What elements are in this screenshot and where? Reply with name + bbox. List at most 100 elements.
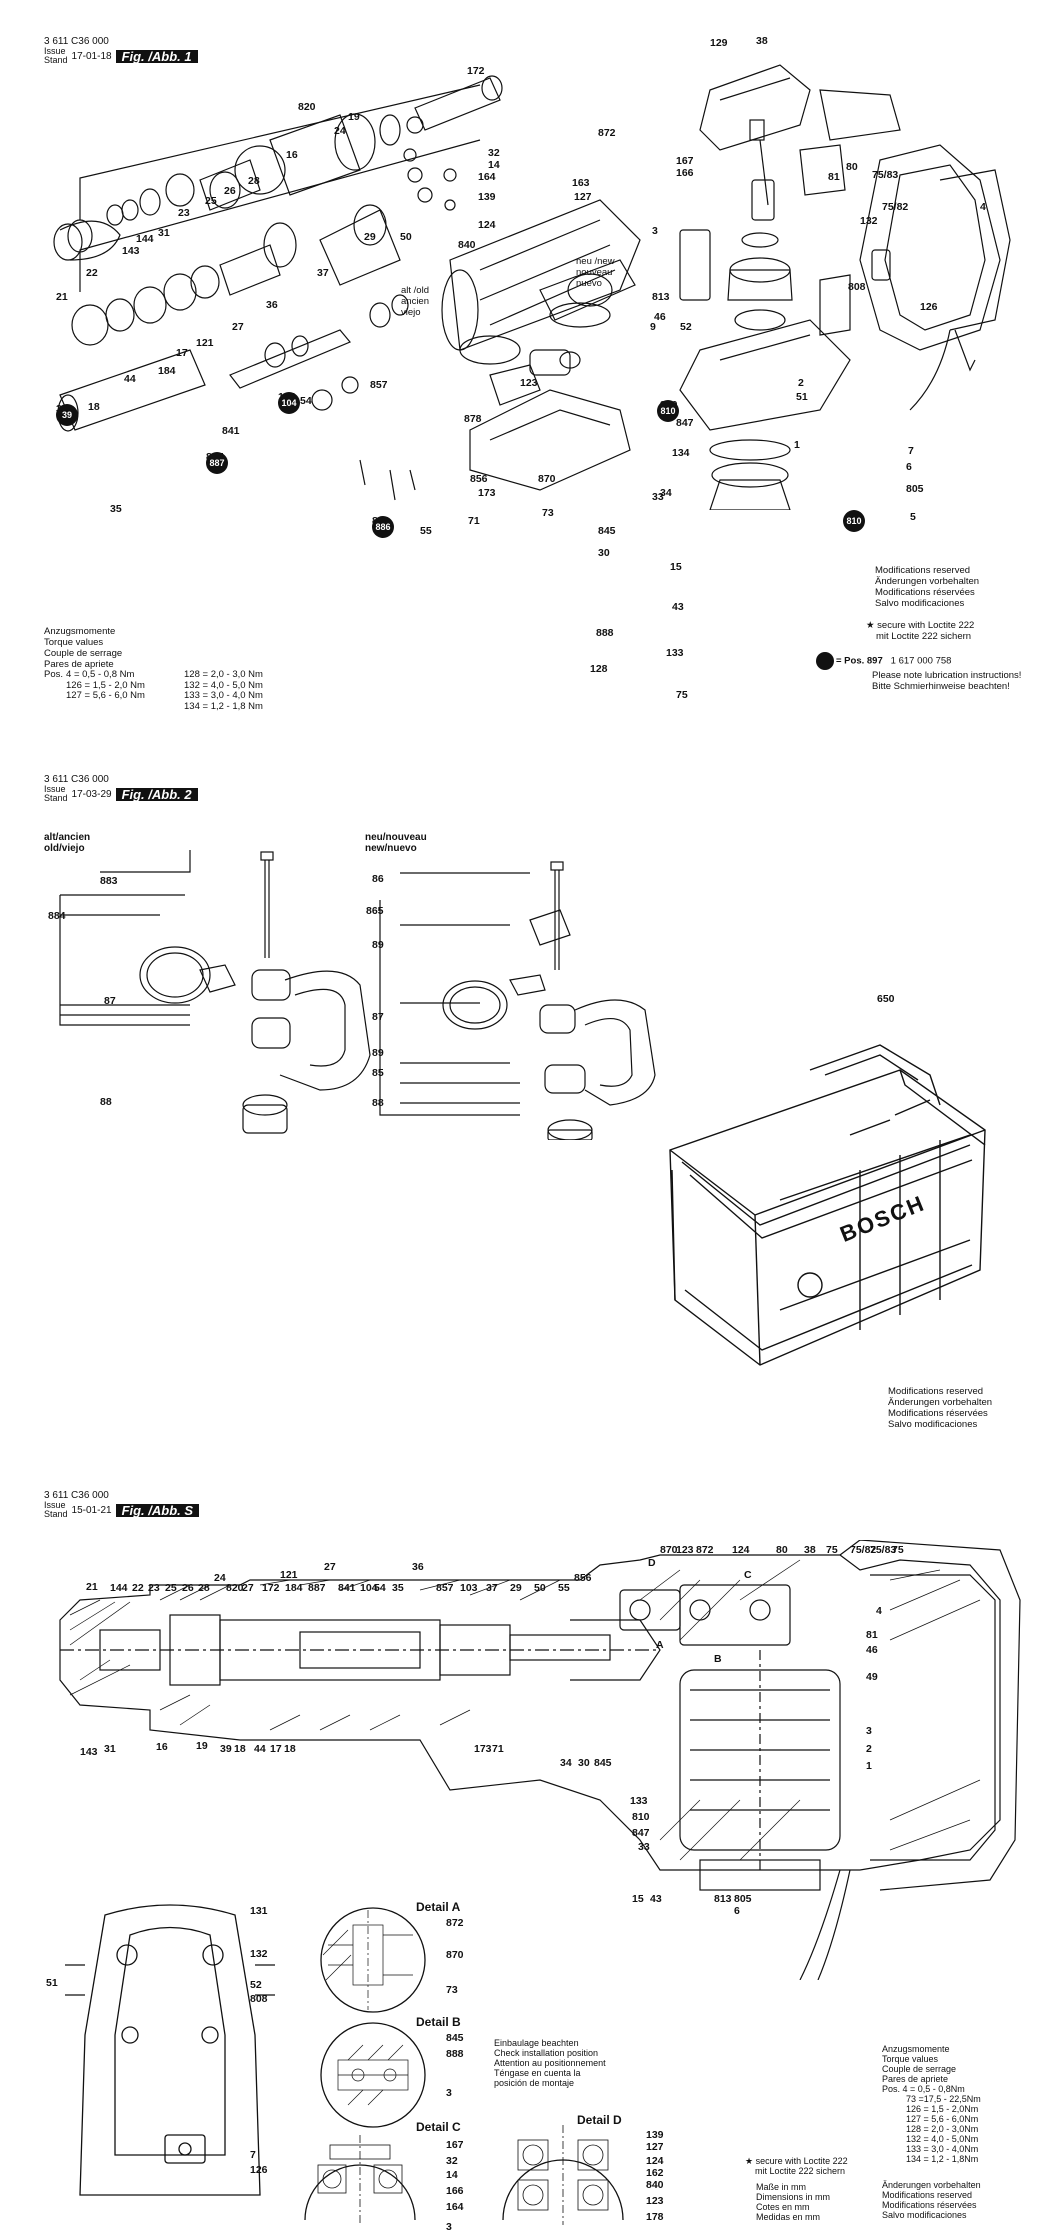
section-part-label: 36 [412, 1561, 424, 1573]
section-part-label: 841 [338, 1582, 356, 1594]
handle-part-label: 131 [250, 1905, 268, 1917]
modifications-line: Änderungen vorbehalten [888, 1397, 993, 1408]
handle-part-label: 132 [250, 1948, 268, 1960]
section-part-label: 2 [866, 1743, 872, 1755]
torque-cell: 133 = 3,0 - 4,0 Nm [184, 690, 263, 701]
section-part-label: 173 [474, 1743, 492, 1755]
part-number-label: 144 [136, 233, 154, 245]
detail-a-part: 872 [446, 1917, 464, 1929]
torque-cell: Pos. [44, 669, 64, 680]
modifications-2: Modifications reserved Änderungen vorbeh… [888, 1386, 992, 1430]
new-heading-line: neu/nouveau [365, 832, 427, 843]
part-number-label: 163 [572, 177, 590, 189]
detail-c-part: 166 [446, 2185, 464, 2197]
new-heading: neu/nouveau new/nuevo [365, 832, 427, 854]
star-icon: ★ [745, 2156, 754, 2166]
section-part-label: 50 [534, 1582, 546, 1594]
modifications-3: Änderungen vorbehalten Modifications res… [882, 2180, 981, 2220]
section-part-label: 27 [242, 1582, 254, 1594]
stand-label: Stand [44, 55, 68, 65]
loctite-note-1: ★ secure with Loctite 222 mit Loctite 22… [866, 620, 974, 642]
part-number-label: 24 [334, 125, 346, 137]
section-part-label: 39 [220, 1743, 232, 1755]
part-number-label: 143 [122, 245, 140, 257]
torque-title-line: Pares de apriete [44, 659, 114, 670]
section-part-label: 55 [558, 1582, 570, 1594]
part-number-label: 19 [348, 111, 360, 123]
issue-label: Issue [44, 784, 66, 794]
section-part-label: 30 [578, 1757, 590, 1769]
part-number-label: 124 [478, 219, 496, 231]
issue-label: Issue [44, 1500, 66, 1510]
section-part-label: 33 [638, 1841, 650, 1853]
torque-row: 73 =17,5 - 22,5Nm [906, 2094, 981, 2104]
torque-cell: 126 = 1,5 - 2,0 Nm [66, 679, 145, 691]
torque-title-line: Torque values [882, 2054, 939, 2064]
torque-cell: 4 = 0,5 - 0,8 Nm [66, 669, 135, 680]
modifications-line: Modifications reserved [875, 565, 971, 576]
lubrication-pos-num: 897 [866, 655, 883, 667]
part-number-label: 166 [676, 167, 694, 179]
part-number-label: 22 [86, 267, 98, 279]
part-number-label: 121 [196, 337, 214, 349]
new-part-label: 87 [372, 1011, 384, 1023]
section-part-label: 44 [254, 1743, 266, 1755]
modifications-line: Änderungen vorbehalten [882, 2180, 981, 2190]
part-number-label: 75 [676, 689, 688, 701]
part-number-label: 870 [538, 473, 556, 485]
section-part-label: 1 [866, 1760, 872, 1772]
detail-c-drawing [304, 2135, 416, 2225]
part-number-label: 3 [652, 225, 658, 237]
section-part-label: 121 [280, 1569, 298, 1581]
part-number-label: 134 [672, 447, 690, 459]
section-part-label: 18 [284, 1743, 296, 1755]
section-part-label: 820 [226, 1582, 244, 1594]
section-part-label: 870 [660, 1544, 678, 1556]
dimensions-line: Cotes en mm [756, 2202, 810, 2212]
lubrication-dot-icon [816, 652, 834, 670]
dimensions-note: Maße in mm Dimensions in mm Cotes en mm … [756, 2182, 830, 2222]
install-note-line: Check installation position [494, 2048, 599, 2058]
detail-b-part: 888 [446, 2048, 464, 2060]
loctite-line: secure with Loctite 222 [877, 620, 975, 631]
section-part-label: 43 [650, 1893, 662, 1905]
detail-d-title: Detail D [577, 2113, 622, 2127]
new-part-label: 88 [372, 1097, 384, 1109]
doc-number: 3 611 C36 000 [44, 1490, 109, 1501]
section-part-label: 75 [826, 1544, 838, 1556]
detail-a-title: Detail A [416, 1900, 461, 1914]
torque-row: 134 = 1,2 - 1,8Nm [906, 2154, 979, 2164]
modifications-line: Modifications reserved [882, 2190, 973, 2200]
section-part-label: 3 [866, 1725, 872, 1737]
section-part-label: 847 [632, 1827, 650, 1839]
modifications-line: Salvo modificaciones [882, 2210, 967, 2220]
detail-d-drawing [502, 2125, 624, 2225]
handle-assembly-drawing [59, 850, 656, 1140]
part-number-label: 1 [794, 439, 800, 451]
lubrication-code: 1 617 000 758 [890, 655, 952, 667]
lubrication-pos: = Pos. [836, 655, 865, 667]
detail-b-part: 845 [446, 2032, 464, 2044]
torque-cell: 134 = 1,2 - 1,8 Nm [184, 700, 263, 712]
section-part-label: 18 [234, 1743, 246, 1755]
new-part-label: 86 [372, 873, 384, 885]
handle-front-view [65, 1904, 275, 2196]
modifications-line: Änderungen vorbehalten [875, 576, 980, 587]
doc-number: 3 611 C36 000 [44, 36, 109, 47]
torque-title-line: Couple de serrage [882, 2064, 957, 2074]
new-heading-line: new/nuevo [365, 843, 417, 854]
part-number-label: 805 [906, 483, 924, 495]
install-note-line: Téngase en cuenta la [494, 2068, 581, 2078]
torque-row: 132 = 4,0 - 5,0Nm [906, 2134, 979, 2144]
stand-label: Stand [44, 793, 68, 803]
part-number-label: 38 [756, 35, 768, 47]
issue-date: 15-01-21 [71, 1504, 112, 1516]
part-number-label: 872 [598, 127, 616, 139]
section-part-label: 49 [866, 1671, 878, 1683]
part-number-label: 172 [467, 65, 485, 77]
handle-part-label: 808 [250, 1993, 268, 2005]
exploded-view-drawing [53, 64, 1011, 510]
modifications-line: Modifications réservées [875, 587, 975, 598]
part-number-label: 820 [298, 101, 316, 113]
new-label-line: neu /new [576, 256, 615, 267]
